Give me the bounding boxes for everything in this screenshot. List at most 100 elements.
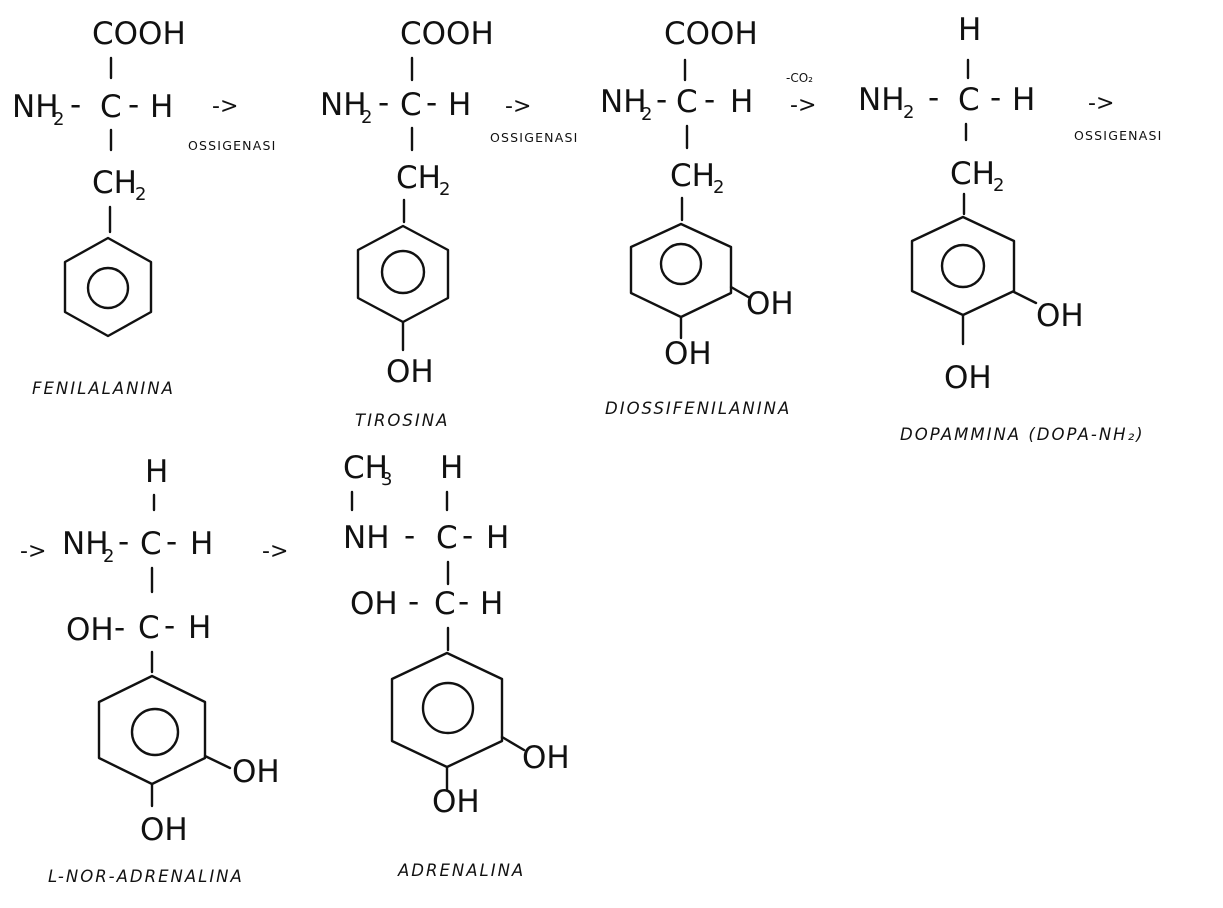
atom-subscript: 2 xyxy=(993,175,1004,196)
arrow-glyph: -> xyxy=(20,539,46,564)
atom-nh: NH xyxy=(12,89,59,125)
atom-ch: CH xyxy=(396,160,441,196)
atom-subscript: 2 xyxy=(439,179,450,200)
atom-oh: OH xyxy=(1036,298,1084,334)
reaction-arrow-1: -> OSSIGENASI xyxy=(188,94,277,153)
atom-ch: CH xyxy=(670,158,715,194)
aromatic-circle xyxy=(130,707,180,757)
bond-dash: - xyxy=(928,80,939,116)
bond-dash: - xyxy=(378,85,389,121)
atom-oh: OH xyxy=(746,286,794,322)
bond xyxy=(1012,290,1038,305)
bond-dash: - xyxy=(114,610,125,646)
bond-dash: - xyxy=(118,524,129,560)
atom-h: H xyxy=(486,520,509,556)
atom-c: C xyxy=(100,89,122,125)
atom-h: H xyxy=(190,526,213,562)
enzyme-label: OSSIGENASI xyxy=(490,130,579,145)
compound-name: DOPAMMINA (DOPA-NH₂) xyxy=(900,425,1145,444)
atom-subscript: 2 xyxy=(361,107,372,128)
atom-ch: CH xyxy=(343,450,388,486)
atom-oh: OH xyxy=(432,784,480,820)
atom-subscript: 2 xyxy=(713,177,724,198)
bond-dash: - xyxy=(164,608,175,644)
atom-h: H xyxy=(440,450,463,486)
atom-nh: NH xyxy=(858,82,905,118)
atom-c: C xyxy=(140,526,162,562)
atom-nh: NH xyxy=(320,87,367,123)
bond-dash: - xyxy=(426,85,437,121)
atom-c: C xyxy=(436,520,458,556)
atom-h: H xyxy=(188,610,211,646)
bond-dash: - xyxy=(70,87,81,123)
atom-c: C xyxy=(676,84,698,120)
atom-oh: OH xyxy=(386,354,434,390)
compound-name: TIROSINA xyxy=(355,411,449,430)
bond-dash: - xyxy=(704,82,715,118)
atom-ch: CH xyxy=(92,165,137,201)
bond-dash: - xyxy=(462,518,473,554)
compound-name: ADRENALINA xyxy=(397,861,525,880)
structure-tirosina: COOH NH 2 - C - H CH 2 OH TIROSINA xyxy=(320,16,494,430)
atom-ch: CH xyxy=(950,156,995,192)
aromatic-circle xyxy=(659,242,703,286)
atom-c: C xyxy=(434,586,456,622)
atom-h: H xyxy=(145,454,168,490)
arrow-glyph: -> xyxy=(212,94,238,119)
atom-oh: OH xyxy=(522,740,570,776)
bond-dash: - xyxy=(166,524,177,560)
atom-oh: OH xyxy=(944,360,992,396)
bond xyxy=(729,285,752,300)
arrow-glyph: -> xyxy=(790,93,816,118)
atom-cooh: COOH xyxy=(92,16,186,52)
atom-oh: OH xyxy=(232,754,280,790)
atom-subscript: 2 xyxy=(641,104,652,125)
atom-h: H xyxy=(448,87,471,123)
structure-adrenalina: CH 3 H NH - C - H OH - C - H OH OH ADREN… xyxy=(343,450,570,880)
benzene-ring xyxy=(390,651,504,769)
atom-nh: NH xyxy=(62,526,109,562)
aromatic-circle xyxy=(86,266,130,310)
benzene-ring xyxy=(629,222,733,319)
reaction-arrow-2: -> OSSIGENASI xyxy=(490,94,579,145)
atom-c: C xyxy=(400,87,422,123)
atom-h: H xyxy=(958,12,981,48)
structure-diossifenilanina: COOH NH 2 - C - H CH 2 OH OH DIOSSIFENIL… xyxy=(600,16,794,418)
atom-c: C xyxy=(958,82,980,118)
bond-dash: - xyxy=(990,80,1001,116)
atom-subscript: 2 xyxy=(103,546,114,567)
benzene-ring xyxy=(910,215,1016,317)
benzene-ring xyxy=(356,224,450,324)
aromatic-circle xyxy=(421,681,475,735)
atom-oh: OH xyxy=(140,812,188,848)
reaction-arrow-4: -> OSSIGENASI xyxy=(1074,91,1163,143)
enzyme-label: OSSIGENASI xyxy=(1074,128,1163,143)
bond-dash: - xyxy=(656,82,667,118)
structure-dopammina: H NH 2 - C - H CH 2 OH OH DOPAMMINA (DOP… xyxy=(858,12,1145,444)
atom-oh: OH xyxy=(664,336,712,372)
bond xyxy=(500,735,526,752)
reaction-arrow-5: -> xyxy=(262,539,288,564)
compound-name: FENILALANINA xyxy=(32,379,175,398)
compound-name: L-NOR-ADRENALINA xyxy=(48,867,244,886)
atom-subscript: 2 xyxy=(903,102,914,123)
atom-oh: OH xyxy=(66,612,114,648)
aromatic-circle xyxy=(940,243,986,289)
structure-fenilalanina: COOH NH 2 - C - H CH 2 FENILALANINA xyxy=(12,16,186,398)
bond-dash: - xyxy=(128,87,139,123)
compound-name: DIOSSIFENILANINA xyxy=(605,399,791,418)
benzene-ring xyxy=(63,236,153,338)
decarboxylation-label: -CO₂ xyxy=(786,71,813,85)
atom-nh: NH xyxy=(343,520,390,556)
reaction-arrow-3: -CO₂ -> xyxy=(786,71,816,118)
atom-nh: NH xyxy=(600,84,647,120)
atom-h: H xyxy=(480,586,503,622)
atom-h: H xyxy=(730,84,753,120)
atom-h: H xyxy=(150,89,173,125)
bond-dash: - xyxy=(458,584,469,620)
atom-subscript: 3 xyxy=(381,469,392,490)
aromatic-circle xyxy=(380,249,426,295)
arrow-glyph: -> xyxy=(262,539,288,564)
enzyme-label: OSSIGENASI xyxy=(188,138,277,153)
atom-cooh: COOH xyxy=(664,16,758,52)
